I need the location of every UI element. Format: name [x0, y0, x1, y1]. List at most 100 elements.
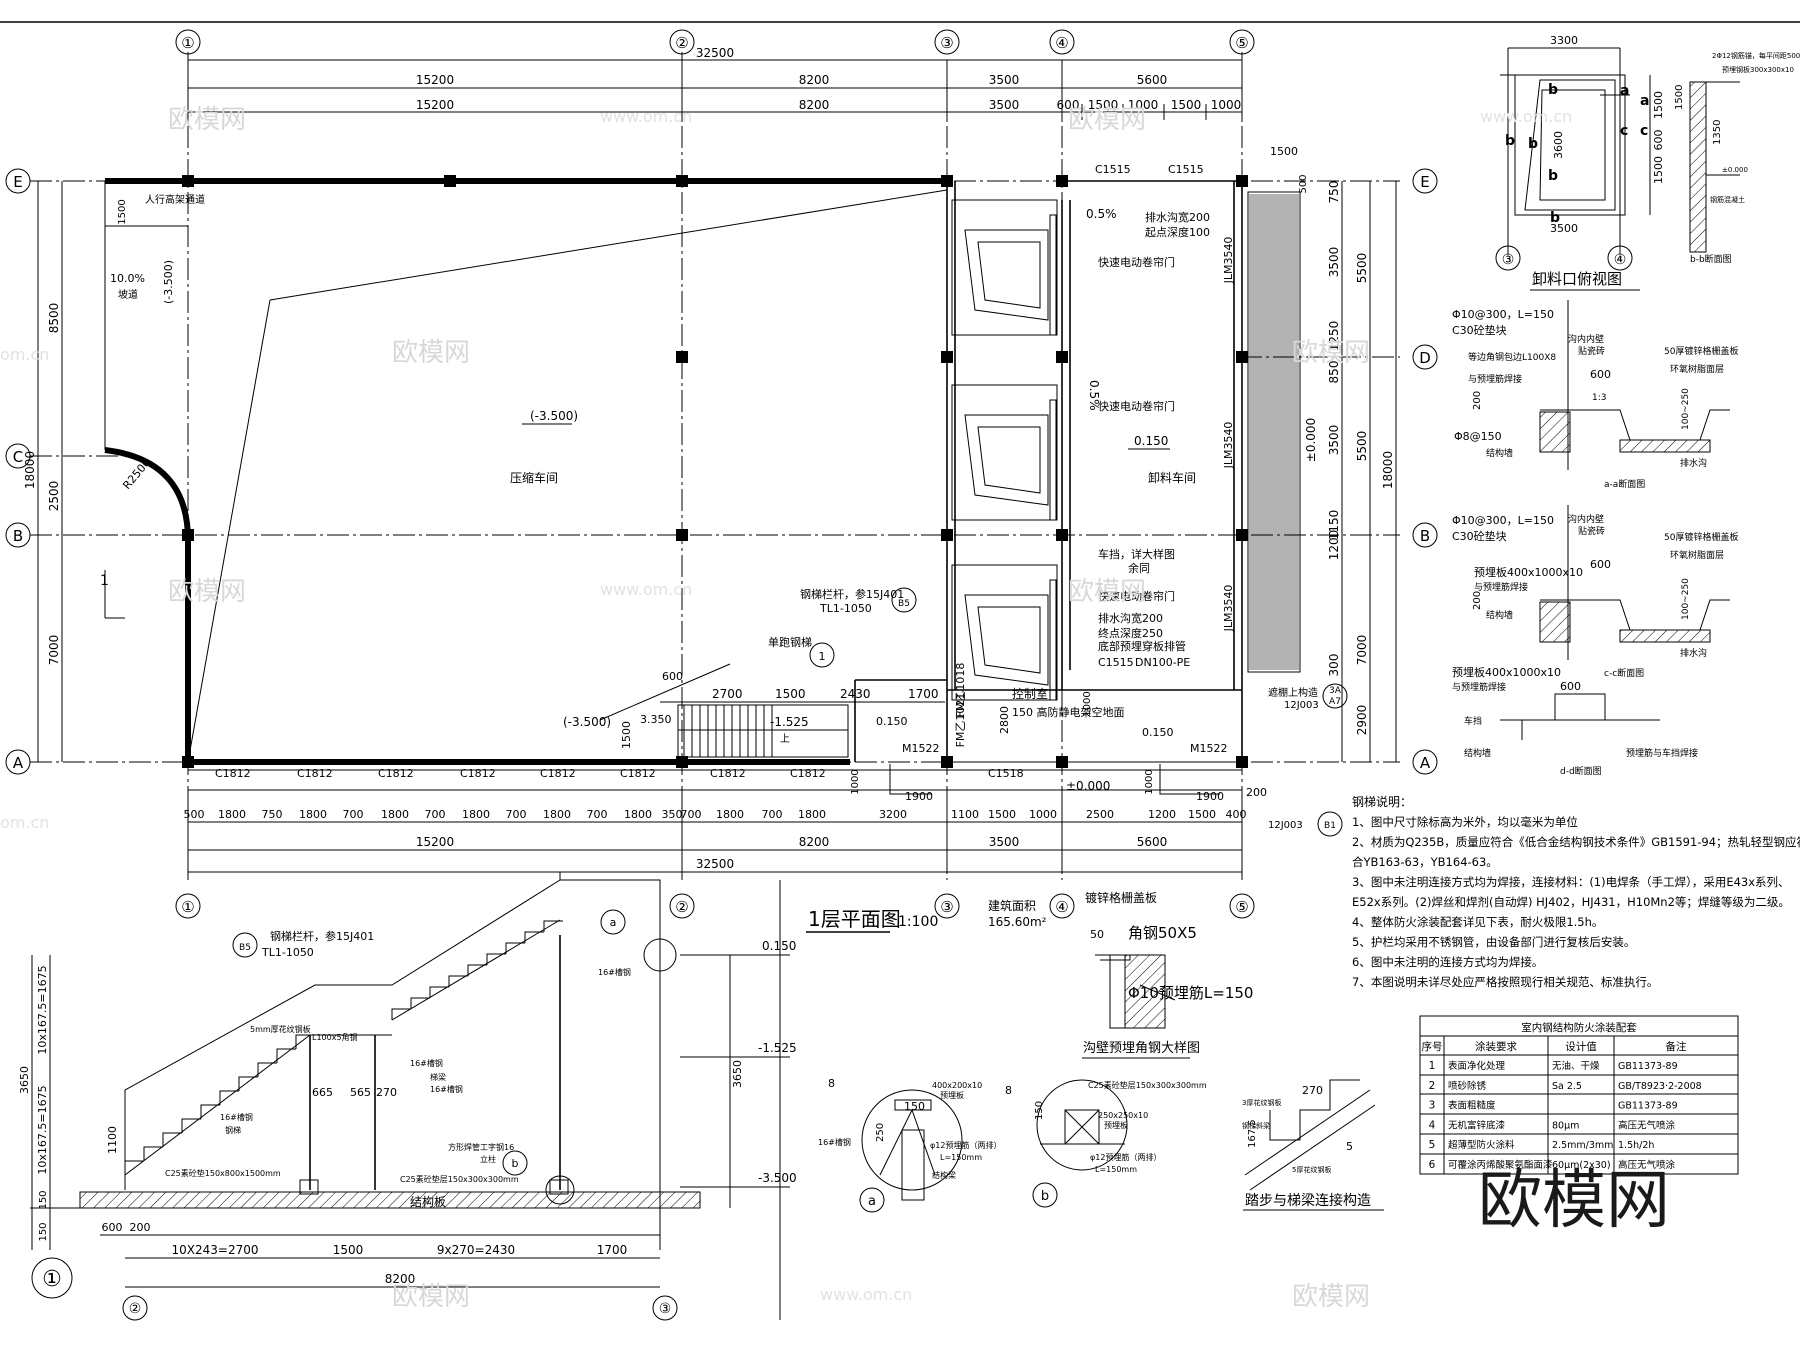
- svg-text:与预埋筋焊接: 与预埋筋焊接: [1468, 373, 1522, 385]
- unload-ramp-stripes: [1247, 191, 1301, 673]
- svg-text:起点深度100: 起点深度100: [1145, 225, 1210, 239]
- svg-text:M1522: M1522: [902, 742, 940, 755]
- svg-text:TL1-1050: TL1-1050: [819, 602, 872, 615]
- svg-text:c: c: [1640, 123, 1648, 139]
- svg-text:预埋板: 预埋板: [1104, 1120, 1128, 1130]
- walkway-note: 人行高架通道: [145, 193, 205, 206]
- svg-text:3厚花纹钢板: 3厚花纹钢板: [1242, 1098, 1281, 1107]
- svg-text:50厚镀锌格栅盖板: 50厚镀锌格栅盖板: [1664, 531, 1738, 543]
- svg-text:欧模网: 欧模网: [1292, 338, 1370, 368]
- svg-text:结构板: 结构板: [410, 1194, 446, 1209]
- svg-text:1800: 1800: [381, 808, 409, 821]
- svg-text:单跑钢梯: 单跑钢梯: [768, 635, 812, 649]
- svg-text:0.150: 0.150: [1142, 726, 1174, 739]
- svg-text:φ12预埋筋（两排）: φ12预埋筋（两排）: [1090, 1152, 1161, 1162]
- svg-text:100~250: 100~250: [1681, 388, 1691, 430]
- svg-text:3650: 3650: [731, 1060, 744, 1088]
- svg-text:750: 750: [1327, 181, 1341, 204]
- svg-text:a: a: [610, 916, 617, 929]
- svg-text:1000: 1000: [850, 769, 861, 794]
- svg-text:250: 250: [875, 1123, 886, 1142]
- svg-text:1500: 1500: [988, 808, 1016, 821]
- svg-text:快速电动卷帘门: 快速电动卷帘门: [1098, 399, 1175, 413]
- svg-text:1500: 1500: [333, 1243, 364, 1257]
- svg-text:环氧树脂面层: 环氧树脂面层: [1670, 363, 1724, 375]
- aa-section: Φ10@300，L=150 C30砼垫块 等边角钢包边L100X8 与预埋筋焊接…: [1452, 300, 1738, 490]
- svg-text:B1: B1: [1324, 821, 1336, 831]
- table-cell: 喷砂除锈: [1448, 1080, 1487, 1092]
- svg-text:M1522: M1522: [1190, 742, 1228, 755]
- svg-text:b: b: [1548, 82, 1558, 98]
- svg-text:预埋筋与车挡焊接: 预埋筋与车挡焊接: [1626, 747, 1698, 759]
- table-cell: GB11373-89: [1618, 1061, 1678, 1072]
- svg-text:E52x系列。(2)焊丝和焊剂(自动焊) HJ402，HJ4: E52x系列。(2)焊丝和焊剂(自动焊) HJ402，HJ431，H10Mn2等…: [1352, 895, 1790, 909]
- svg-text:-1.525: -1.525: [758, 1041, 797, 1055]
- cc-section: Φ10@300，L=150 C30砼垫块 预埋板400x1000x10 与预埋筋…: [1452, 505, 1738, 679]
- svg-text:Φ8@150: Φ8@150: [1454, 430, 1502, 443]
- svg-text:1500: 1500: [1652, 91, 1665, 119]
- table-cell: 2: [1429, 1080, 1436, 1092]
- svg-text:3500: 3500: [989, 98, 1020, 112]
- svg-text:上: 上: [780, 733, 790, 745]
- grid-bubbles-top: ① ② ③ ④ ⑤: [175, 29, 1255, 55]
- svg-text:梯梁: 梯梁: [430, 1072, 446, 1082]
- svg-text:8: 8: [1005, 1084, 1012, 1097]
- svg-text:2900: 2900: [1355, 705, 1369, 736]
- svg-text:镀锌格栅盖板: 镀锌格栅盖板: [1085, 890, 1157, 905]
- svg-text:2500: 2500: [47, 481, 61, 512]
- svg-text:③: ③: [659, 1301, 672, 1317]
- svg-text:16#槽钢: 16#槽钢: [430, 1084, 463, 1094]
- svg-text:欧模网: 欧模网: [392, 338, 470, 368]
- svg-text:7000: 7000: [1355, 635, 1369, 666]
- svg-text:预埋钢板300x300x10: 预埋钢板300x300x10: [1722, 65, 1794, 74]
- svg-text:1500: 1500: [1088, 98, 1119, 112]
- svg-text:18000: 18000: [23, 451, 37, 489]
- fire-table-title: 室内钢结构防火涂装配套: [1521, 1021, 1637, 1034]
- watermarks: 欧模网 欧模网 欧模网 欧模网 欧模网 欧模网 欧模网 欧模网 www.om.c…: [0, 105, 1572, 1312]
- svg-text:16#槽钢: 16#槽钢: [410, 1058, 443, 1068]
- svg-text:1800: 1800: [543, 808, 571, 821]
- plan-title-text: 1层平面图: [808, 907, 901, 931]
- grid-label: ②: [675, 34, 688, 52]
- hopper: [951, 384, 1058, 521]
- svg-text:a: a: [868, 1194, 876, 1209]
- section-step: [162, 1132, 182, 1147]
- svg-text:8200: 8200: [799, 73, 830, 87]
- svg-text:www.om.cn: www.om.cn: [600, 107, 692, 126]
- svg-text:9x270=2430: 9x270=2430: [437, 1243, 515, 1257]
- svg-text:1000: 1000: [1128, 98, 1159, 112]
- svg-text:b: b: [512, 1157, 519, 1170]
- section-step: [486, 953, 506, 965]
- svg-text:C30砼垫块: C30砼垫块: [1452, 529, 1507, 543]
- steel-notes: 钢梯说明： 1、图中尺寸除标高为米外，均以毫米为单位 2、材质为Q235B，质量…: [1352, 794, 1800, 989]
- svg-text:余同: 余同: [1128, 561, 1150, 575]
- svg-text:7、本图说明未详尽处应严格按照现行相关规范、标准执行。: 7、本图说明未详尽处应严格按照现行相关规范、标准执行。: [1352, 975, 1658, 989]
- svg-text:JLM3540: JLM3540: [1222, 422, 1235, 470]
- svg-text:150: 150: [38, 1190, 49, 1209]
- svg-text:250x250x10: 250x250x10: [1098, 1111, 1148, 1120]
- svg-text:5600: 5600: [1137, 835, 1168, 849]
- table-cell: 无油、干燥: [1552, 1060, 1600, 1072]
- section-step: [143, 1146, 163, 1161]
- window-label: C1518: [988, 767, 1024, 780]
- svg-text:100~250: 100~250: [1681, 578, 1691, 620]
- svg-text:3、图中未注明连接方式均为焊接，连接材料：(1)电焊条（手工: 3、图中未注明连接方式均为焊接，连接材料：(1)电焊条（手工焊），采用E43x系…: [1352, 875, 1790, 889]
- svg-text:1500: 1500: [1171, 98, 1202, 112]
- svg-text:1500: 1500: [1652, 156, 1665, 184]
- svg-text:8200: 8200: [385, 1272, 416, 1286]
- stair-section: a b 10x167.5=1675 10x167.5=1675 3650 365…: [18, 871, 797, 1321]
- svg-text:2800: 2800: [998, 706, 1011, 734]
- svg-text:排水沟: 排水沟: [1680, 457, 1707, 469]
- section-step: [391, 1008, 411, 1020]
- table-cell: 可覆涂丙烯酸聚氨酯面漆: [1448, 1159, 1553, 1171]
- svg-text:150: 150: [904, 1100, 925, 1113]
- table-cell: 高压无气喷涂: [1618, 1119, 1676, 1131]
- svg-text:165.60m²: 165.60m²: [988, 915, 1047, 929]
- svg-text:665: 665: [312, 1086, 333, 1099]
- svg-text:④: ④: [1055, 898, 1068, 916]
- svg-text:700: 700: [425, 808, 446, 821]
- grid-label: ⑤: [1235, 34, 1248, 52]
- svg-text:欧模网: 欧模网: [168, 577, 246, 607]
- svg-text:1500: 1500: [1270, 145, 1298, 158]
